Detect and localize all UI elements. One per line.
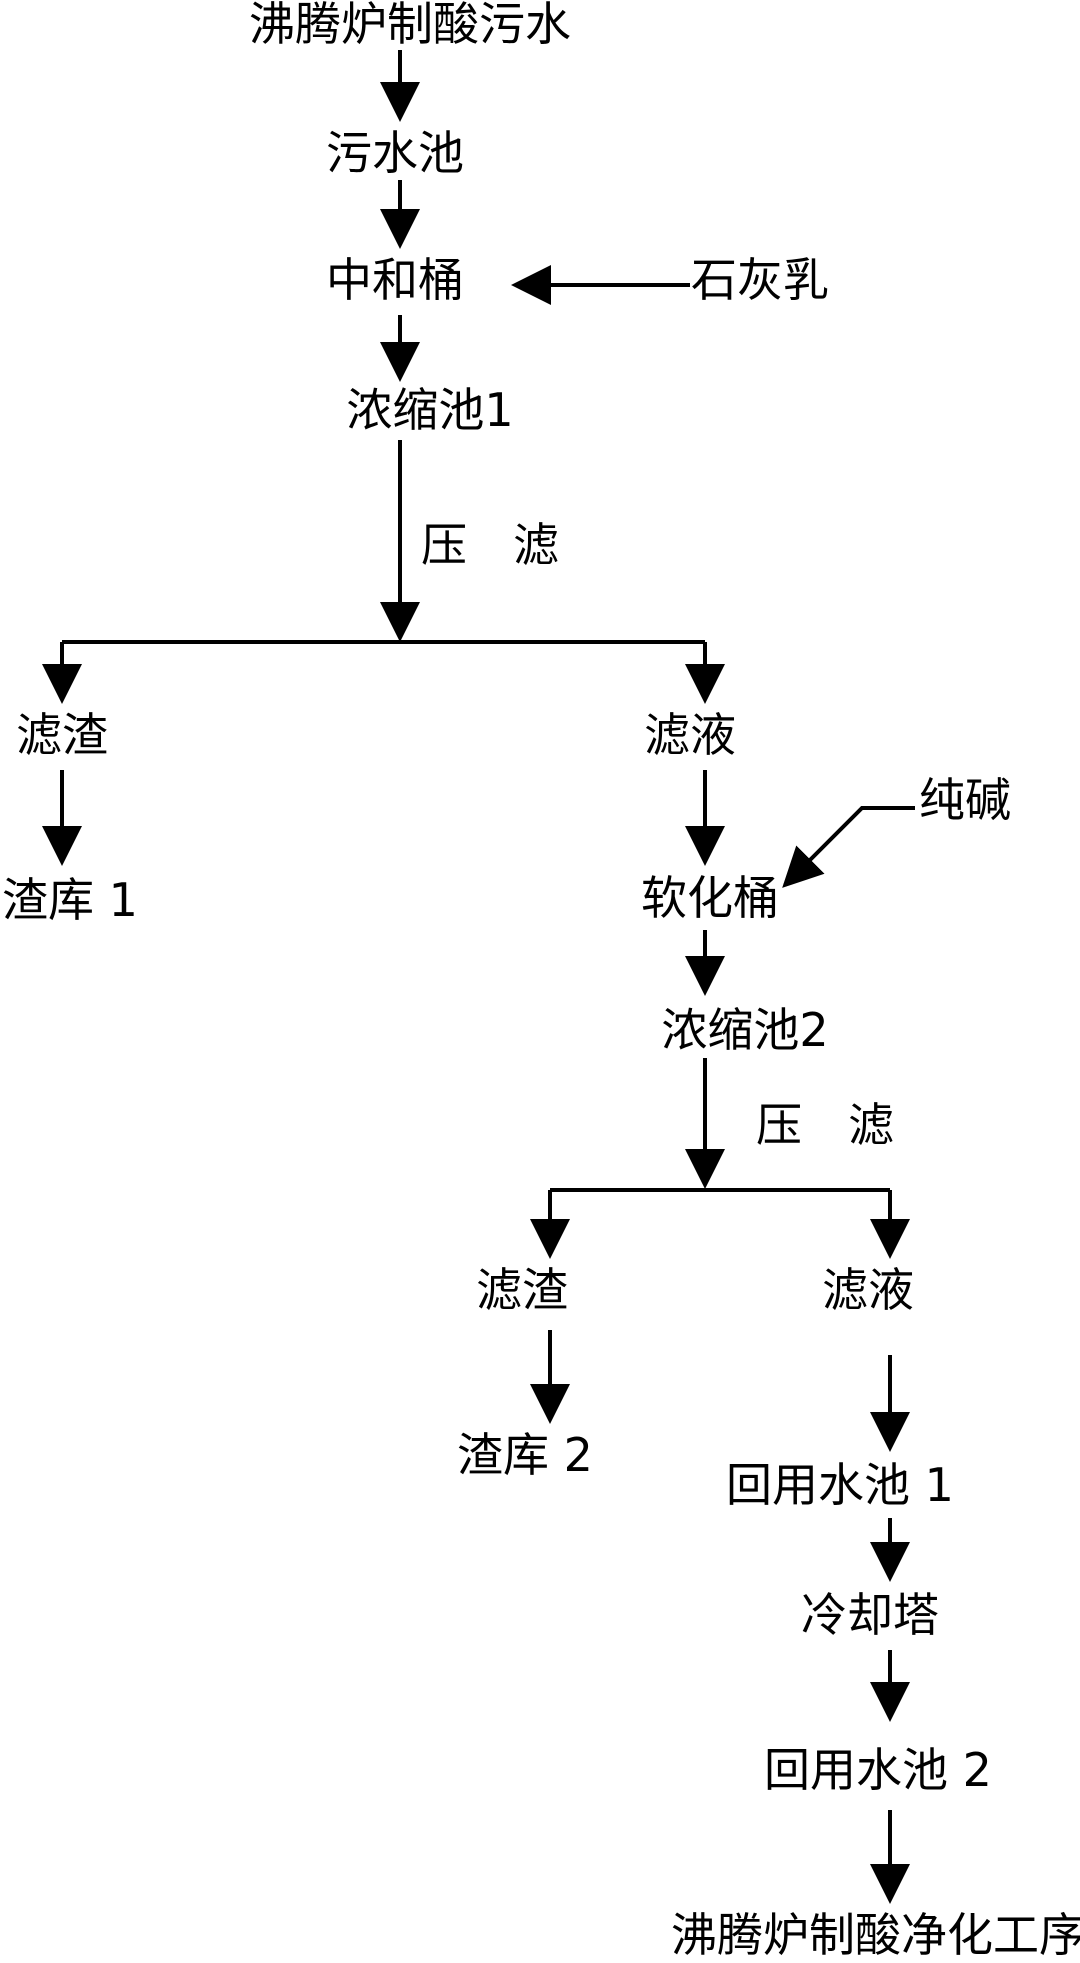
node-thickener-2: 浓缩池2 (661, 1003, 829, 1057)
node-thickener-1: 浓缩池1 (346, 383, 514, 437)
node-soda-ash: 纯碱 (919, 773, 1011, 827)
node-residue-store-1: 渣库 1 (2, 873, 138, 927)
node-purification: 沸腾炉制酸净化工序 (671, 1908, 1080, 1962)
node-softening-tank: 软化桶 (641, 871, 779, 925)
arrow-soda-to-softening (782, 806, 915, 888)
label-press-filter-2: 压 滤 (756, 1098, 894, 1152)
node-cooling-tower: 冷却塔 (801, 1588, 939, 1642)
node-source: 沸腾炉制酸污水 (249, 0, 571, 51)
node-lime-milk: 石灰乳 (691, 253, 829, 307)
node-reuse-pool-2: 回用水池 2 (764, 1743, 992, 1797)
node-residue-1: 滤渣 (16, 708, 108, 762)
node-reuse-pool-1: 回用水池 1 (726, 1458, 954, 1512)
label-press-filter-1: 压 滤 (421, 518, 559, 572)
node-filtrate-1: 滤液 (644, 708, 736, 762)
node-sewage-pool: 污水池 (326, 126, 464, 180)
node-residue-store-2: 渣库 2 (457, 1428, 593, 1482)
node-neutralization-tank: 中和桶 (326, 253, 464, 307)
node-filtrate-2: 滤液 (822, 1263, 914, 1317)
node-residue-2: 滤渣 (476, 1263, 568, 1317)
